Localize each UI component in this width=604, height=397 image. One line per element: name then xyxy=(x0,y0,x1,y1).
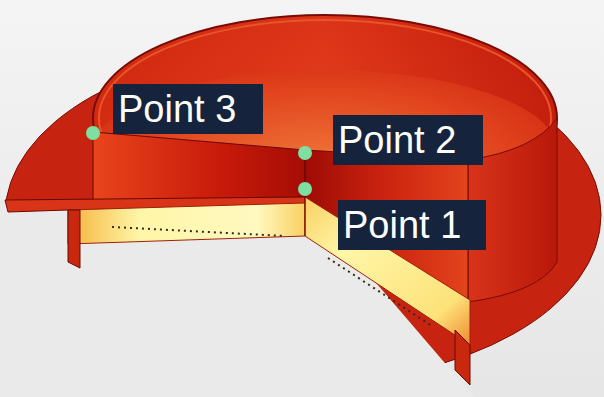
probe-dot xyxy=(298,182,312,196)
callout-label: Point 1 xyxy=(338,200,486,250)
heater-slab-left xyxy=(68,203,305,244)
callout-label: Point 2 xyxy=(333,115,483,165)
heater-wire-right xyxy=(328,258,432,326)
callout-label: Point 3 xyxy=(113,84,263,134)
probe-dot xyxy=(86,126,100,140)
heater-wire-left xyxy=(112,227,285,236)
probe-dot xyxy=(298,146,312,160)
back-inner-wall xyxy=(93,15,557,150)
right-tab xyxy=(455,330,470,385)
left-cut-face xyxy=(93,132,305,204)
left-tab xyxy=(68,210,80,268)
